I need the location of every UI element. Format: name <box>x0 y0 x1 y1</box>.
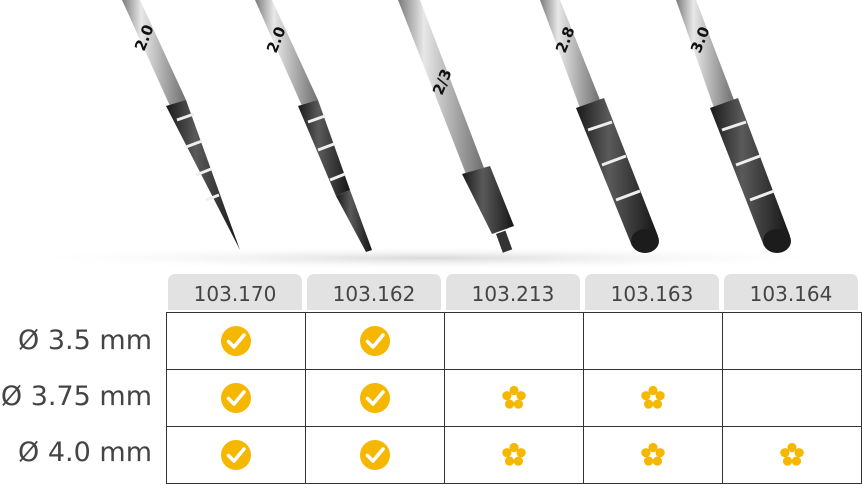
drill-2: 2.0 <box>255 0 372 252</box>
row-label-3: Ø 4.0 mm <box>18 437 152 468</box>
drill-4: 2.8 <box>540 0 659 253</box>
table-cell <box>722 312 862 370</box>
table-cell <box>166 426 306 484</box>
drill-images: 2.0 2.0 2/3 2.8 3.0 <box>10 0 850 270</box>
column-header-4: 103.163 <box>585 274 719 310</box>
checkmark-circle-icon <box>221 326 251 356</box>
column-header-2: 103.162 <box>307 274 441 310</box>
row-label-1: Ø 3.5 mm <box>18 325 152 356</box>
table-cell <box>444 369 584 427</box>
drill-1: 2.0 <box>122 0 240 250</box>
row-label-2: Ø 3.75 mm <box>0 381 152 412</box>
table-cell <box>444 426 584 484</box>
column-header-1: 103.170 <box>168 274 302 310</box>
drill-5: 3.0 <box>676 0 791 253</box>
table-cell <box>305 312 445 370</box>
flower-icon <box>502 385 526 409</box>
table-cell <box>305 369 445 427</box>
table-cell <box>305 426 445 484</box>
flower-icon <box>641 385 665 409</box>
checkmark-circle-icon <box>360 383 390 413</box>
drill-3: 2/3 <box>398 0 514 253</box>
compatibility-table <box>166 312 862 484</box>
flower-icon <box>780 442 804 466</box>
checkmark-circle-icon <box>221 440 251 470</box>
table-cell <box>722 369 862 427</box>
table-cell <box>722 426 862 484</box>
column-header-3: 103.213 <box>446 274 580 310</box>
checkmark-circle-icon <box>360 326 390 356</box>
table-cell <box>444 312 584 370</box>
checkmark-circle-icon <box>221 383 251 413</box>
table-cell <box>166 369 306 427</box>
table-cell <box>583 312 723 370</box>
flower-icon <box>641 442 665 466</box>
column-header-5: 103.164 <box>724 274 858 310</box>
table-cell <box>583 369 723 427</box>
table-cell <box>583 426 723 484</box>
flower-icon <box>502 442 526 466</box>
table-cell <box>166 312 306 370</box>
checkmark-circle-icon <box>360 440 390 470</box>
